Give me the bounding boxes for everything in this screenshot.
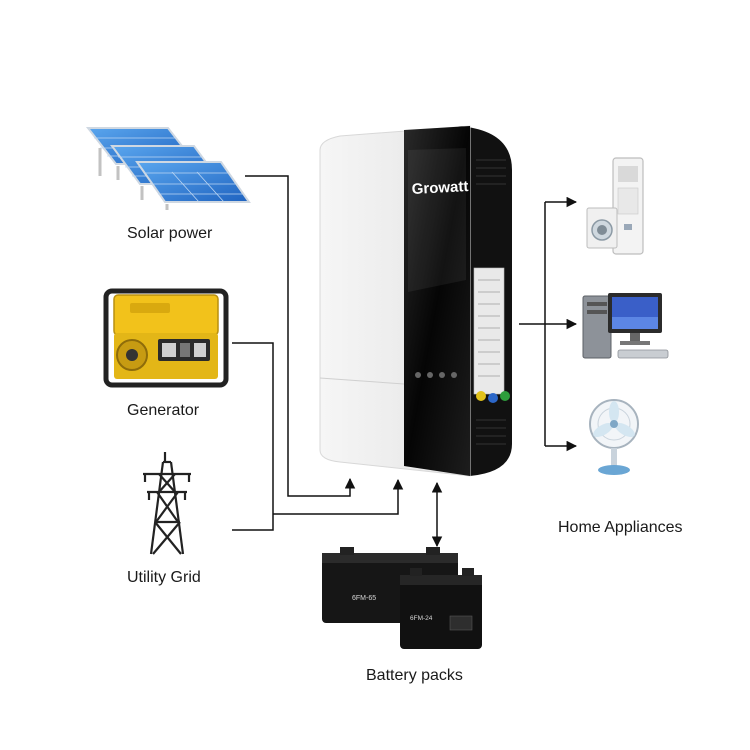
- battery-small-model: 6FM-24: [410, 615, 433, 622]
- utility-grid-label: Utility Grid: [127, 569, 201, 586]
- battery-icon: 6FM-65 6FM-24: [322, 547, 482, 649]
- power-tower-icon: [143, 452, 191, 555]
- solar-panel-icon: [85, 127, 251, 210]
- solar-line: [245, 175, 356, 497]
- computer-icon: [582, 293, 669, 359]
- generator-line: [232, 342, 274, 531]
- grid-gen-line: [273, 478, 404, 515]
- solar-power-label: Solar power: [127, 225, 213, 242]
- inverter-icon: Growatt: [319, 125, 512, 477]
- air-conditioner-icon: [586, 157, 644, 255]
- battery-small: 6FM-24: [400, 568, 482, 649]
- generator-icon: [103, 288, 229, 388]
- generator-label: Generator: [127, 402, 200, 419]
- home-appliances-label: Home Appliances: [558, 519, 683, 536]
- fan-icon: [589, 399, 639, 475]
- battery-packs-label: Battery packs: [366, 667, 463, 684]
- battery-large-model: 6FM-65: [352, 595, 376, 602]
- connection-lines: [232, 175, 578, 548]
- inverter-brand-text: Growatt: [411, 178, 468, 198]
